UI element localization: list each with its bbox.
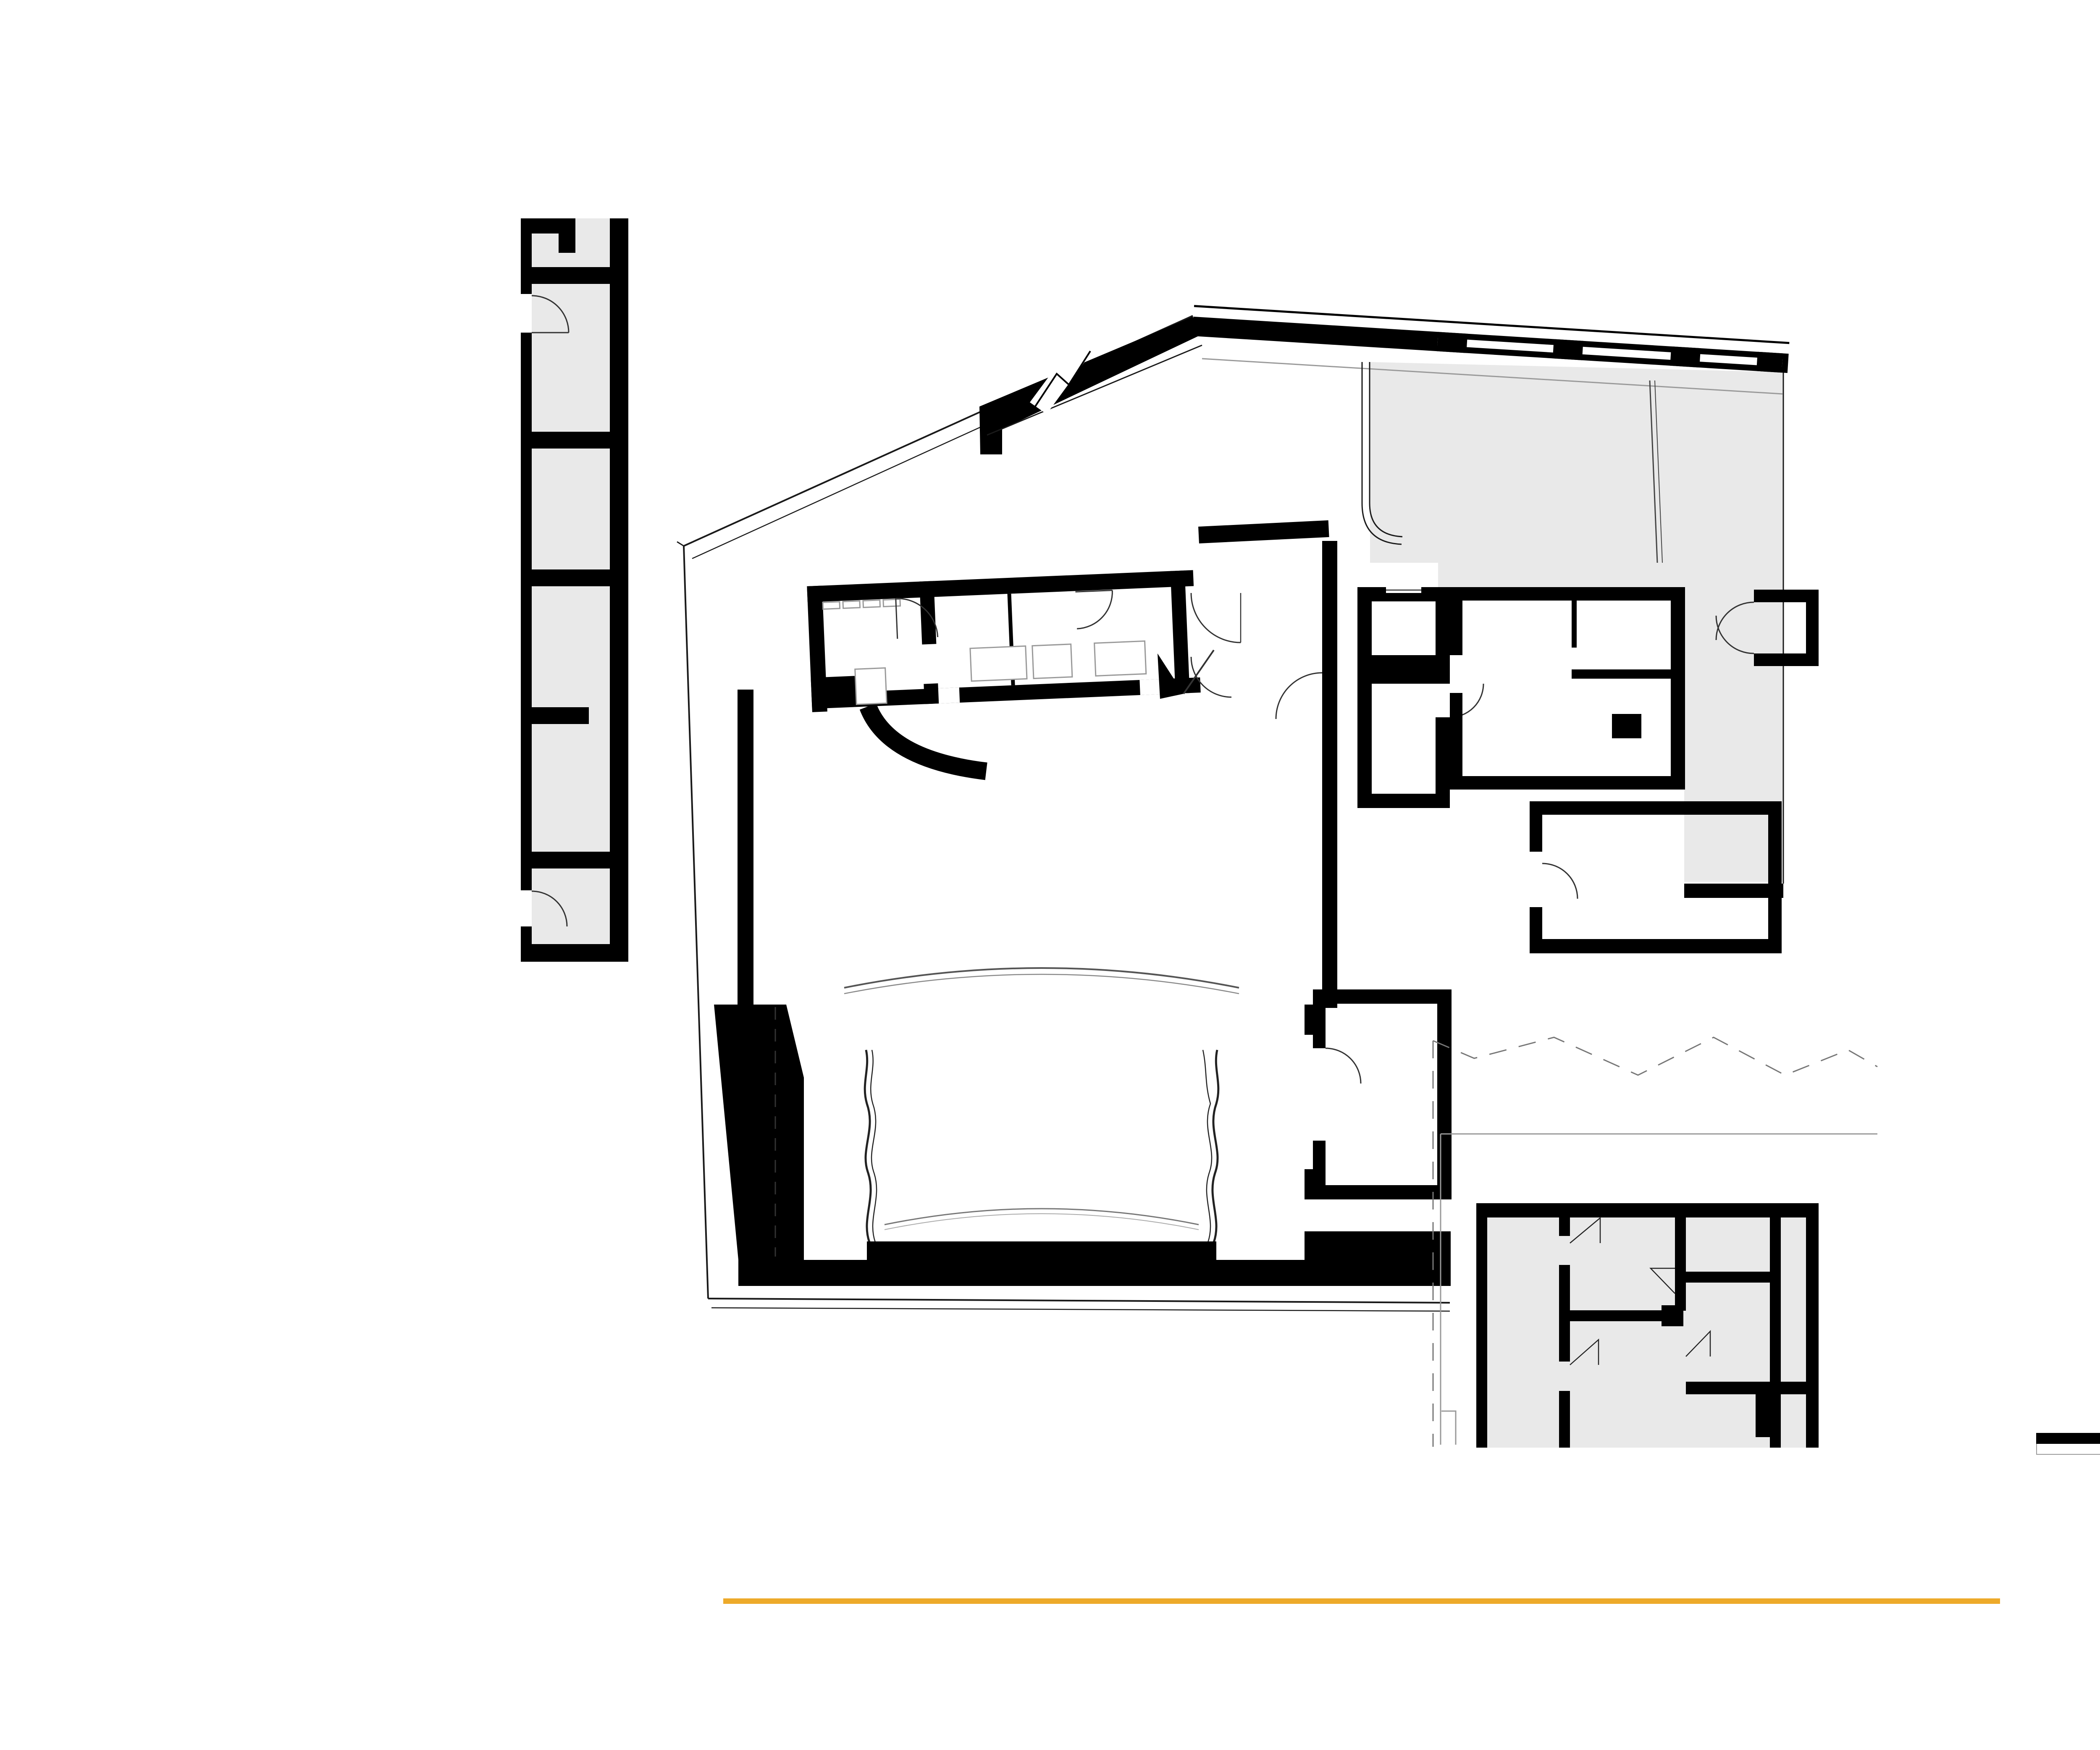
concert-hall: [714, 690, 1451, 1286]
storage-13a: [1530, 801, 1782, 953]
hall-diagonal-wall: [979, 317, 1202, 454]
scale-seg: [2036, 1433, 2100, 1444]
restroom-block: [1450, 587, 1685, 790]
sound-lock: [1158, 593, 1323, 719]
annex-building: [521, 218, 628, 962]
existing-building: [1432, 1036, 1878, 1448]
top-wall-band: [1192, 305, 1790, 373]
lobby-divider: [1361, 362, 1403, 545]
scale-bar: [2036, 1398, 2100, 1457]
lobby-wall-stairs: [1198, 520, 1329, 543]
storage-13b: [1313, 989, 1452, 1199]
rooms-345-block: [807, 570, 1201, 780]
gold-accent-rule: [723, 1598, 2000, 1604]
right-entry: [1684, 590, 1819, 898]
existing-lobby-area: [1202, 358, 1784, 884]
elevator-janitor-block: [1322, 541, 1484, 1008]
